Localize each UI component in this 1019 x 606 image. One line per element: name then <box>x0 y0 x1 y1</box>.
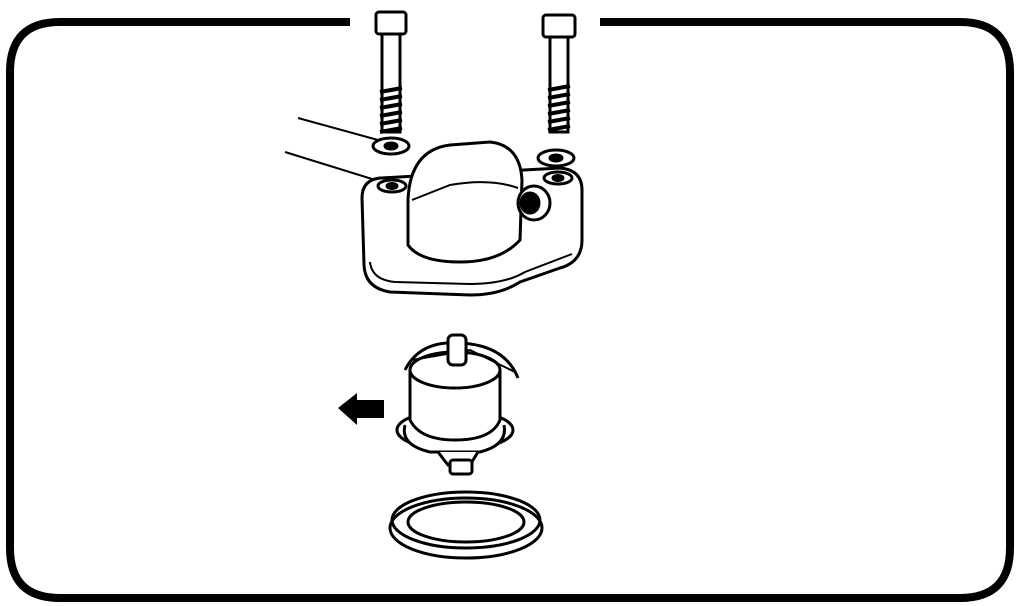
thermostat-housing <box>360 140 584 297</box>
washer-left <box>371 136 411 156</box>
thermostat <box>395 333 520 476</box>
frame-border <box>6 18 1014 602</box>
gasket-ring <box>388 490 544 560</box>
bolt-right <box>541 13 577 134</box>
arrow-left-icon <box>338 393 384 425</box>
washer-right <box>536 148 576 168</box>
bolt-left <box>374 10 408 134</box>
leader-lines <box>284 117 386 184</box>
